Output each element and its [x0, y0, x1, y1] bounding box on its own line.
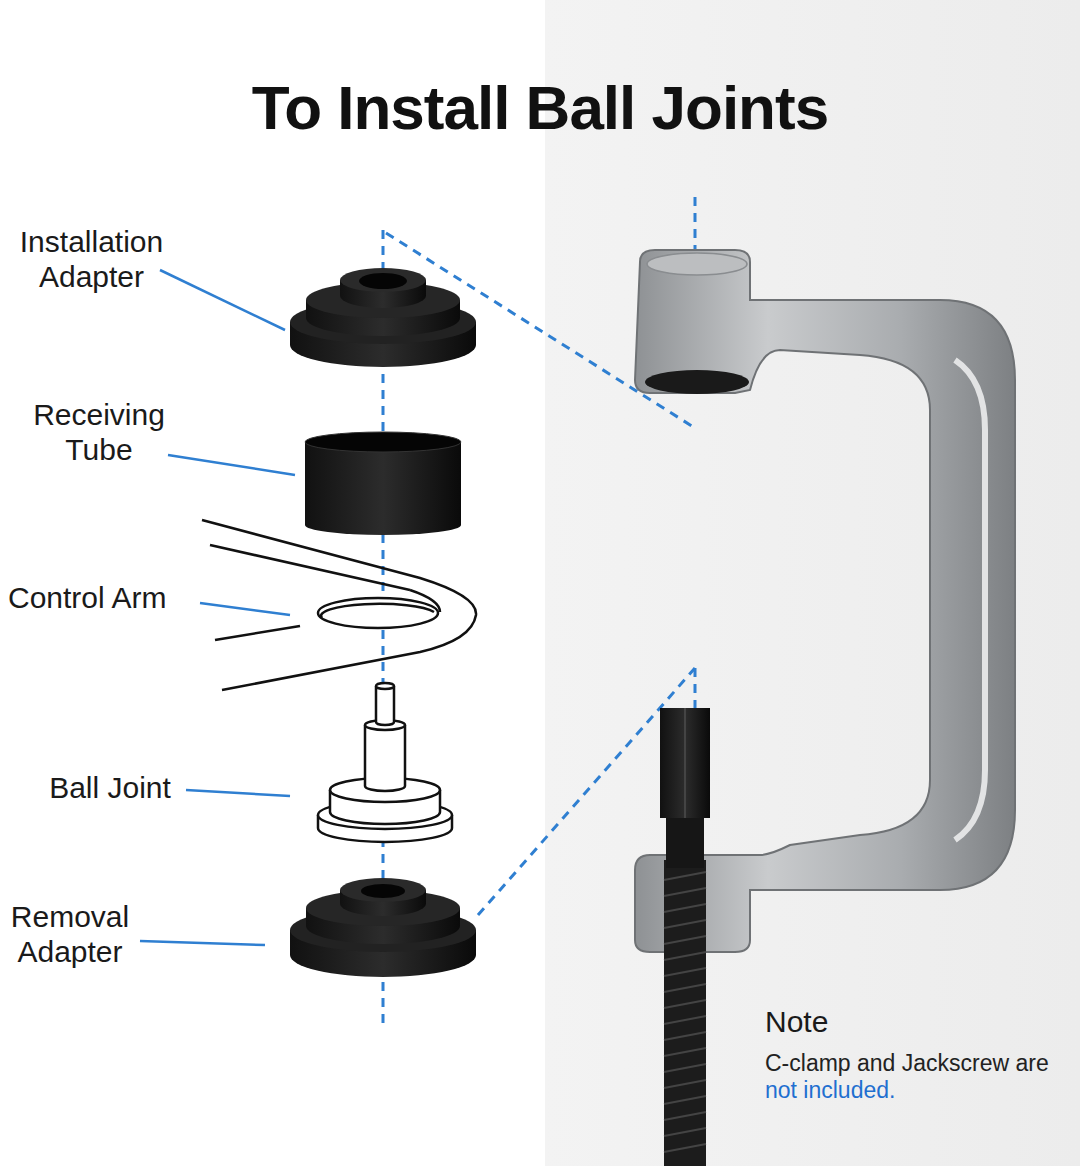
c-clamp — [635, 250, 1015, 952]
note-text: C-clamp and Jackscrew are — [765, 1050, 1049, 1077]
part-label: Control Arm — [8, 580, 208, 615]
receiving-tube — [305, 432, 461, 535]
note-heading: Note — [765, 1004, 965, 1039]
background-panel — [545, 0, 1080, 1166]
part-label: Receiving Tube — [14, 397, 184, 467]
part-label: Removal Adapter — [0, 899, 140, 969]
title: To Install Ball Joints — [140, 72, 940, 145]
ball-joint — [318, 683, 452, 842]
note-highlight: not included. — [765, 1077, 895, 1104]
part-label: Ball Joint — [30, 770, 190, 805]
jackscrew — [660, 708, 710, 1166]
removal-adapter — [290, 878, 476, 977]
installation-adapter — [290, 268, 476, 367]
part-label: Installation Adapter — [4, 224, 179, 294]
control-arm — [202, 520, 476, 690]
